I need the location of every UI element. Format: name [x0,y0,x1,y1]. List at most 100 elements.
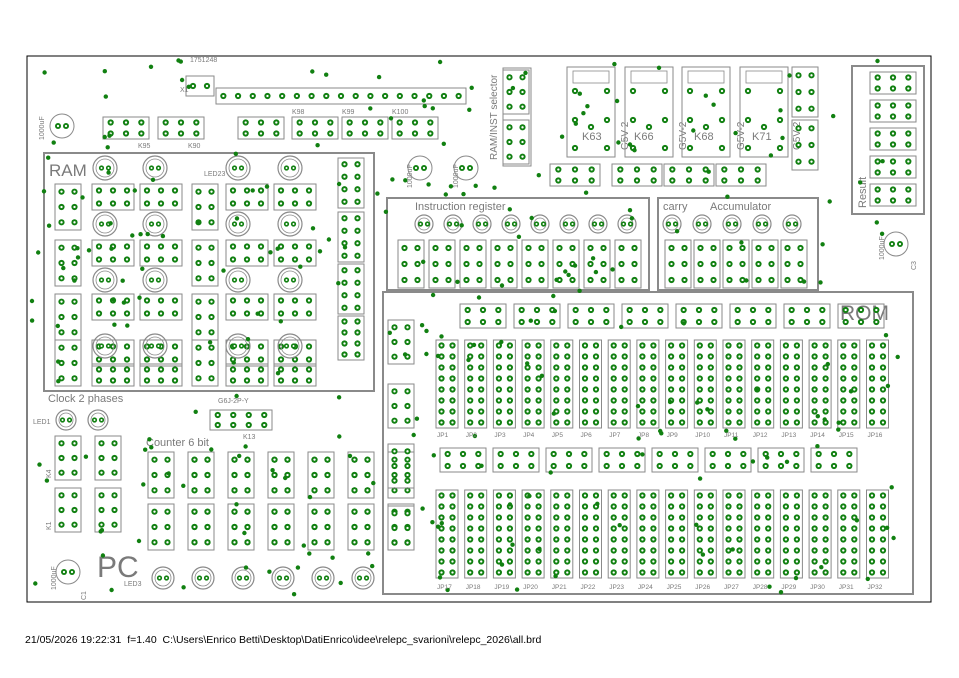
footprint-outline [722,489,746,579]
pad-hole [434,278,437,282]
pad-hole [514,452,518,456]
pad-hole [853,549,856,552]
pad-hole [727,377,730,380]
via [375,191,380,196]
pad-hole [279,258,283,261]
pad-hole [259,299,263,302]
pad-hole [440,388,443,391]
pad-hole [797,143,800,147]
pad-hole [891,115,895,118]
pad-hole [497,527,501,530]
via [681,321,687,326]
pad-hole [641,560,644,563]
pad-hole [795,571,799,574]
footprint-outline [751,239,779,289]
pad-hole [393,473,396,477]
pad-hole [537,366,540,369]
via [75,255,81,260]
pad-hole [671,168,674,171]
pad-hole [537,560,540,563]
pad-hole [145,245,149,248]
pad-hole [590,168,593,171]
rom-relay [439,447,487,473]
pad-hole [295,94,299,98]
rom-relay [651,447,699,473]
footprint-outline [91,363,135,387]
pad-hole [727,560,730,563]
pad-hole [907,132,910,135]
pad-hole [466,308,469,312]
pad-hole [848,464,851,468]
pad-hole [784,377,788,380]
pad-hole [555,366,558,369]
pad-hole [795,377,799,380]
pad-hole [738,366,741,369]
pad-hole [111,368,115,371]
pad-hole [419,223,422,225]
board-outline [26,55,932,603]
pad-hole [210,190,213,193]
pad-hole [641,421,644,424]
pad-hole [73,523,76,526]
pad-hole [480,494,483,497]
relay-k63-label: K63 [582,131,602,143]
pad-hole [469,571,472,574]
capacitor [407,155,433,181]
footprint-outline [54,435,82,481]
pad-hole [210,361,213,365]
pad-hole [343,217,346,220]
pad-hole [824,549,827,552]
pad-hole [478,262,481,266]
pad-hole [480,505,483,508]
via [307,551,312,556]
via [138,232,143,237]
via [234,393,239,399]
pad-hole [652,538,655,541]
pad-hole [767,308,770,312]
pad-hole [605,146,609,150]
footprint-outline [779,339,803,429]
pad-hole [620,246,623,250]
pad-hole [738,344,741,347]
pad-hole [307,368,311,371]
footprint-outline [715,163,767,187]
pad-hole [298,121,301,124]
pad-hole [307,299,311,302]
jumper-block [636,339,660,429]
pad-hole [795,388,799,391]
pad-hole [451,388,454,391]
pad-hole [628,320,631,324]
pad-hole [767,527,770,530]
pad-hole [566,377,569,380]
pad-hole [358,577,361,579]
pad-hole [173,358,177,361]
footprint-outline [808,339,832,429]
jumper-block [492,339,516,429]
pad-hole [907,87,910,90]
pad-hole [157,279,160,281]
pad-hole [326,458,329,461]
pad-hole [369,94,372,98]
via [46,223,52,228]
footprint-outline [209,409,273,431]
footprint-outline [549,163,601,187]
pad-hole [784,366,788,369]
footprint-outline [387,443,415,489]
pad-hole [233,279,236,281]
pad-hole [870,516,874,519]
via [703,93,708,98]
pad-hole [797,127,800,130]
pad-hole [652,377,655,380]
k1-label: K1 [46,521,53,530]
pad-hole [876,115,879,118]
pad-hole [166,458,169,461]
ram-relay-vertical [191,239,219,287]
relay-outline [739,66,789,158]
pad-hole [573,179,577,182]
led [662,214,682,234]
via [754,386,760,391]
pad-hole [73,361,76,365]
pad-hole [680,527,684,530]
pad-hole [767,320,770,324]
pad-hole [890,242,894,246]
